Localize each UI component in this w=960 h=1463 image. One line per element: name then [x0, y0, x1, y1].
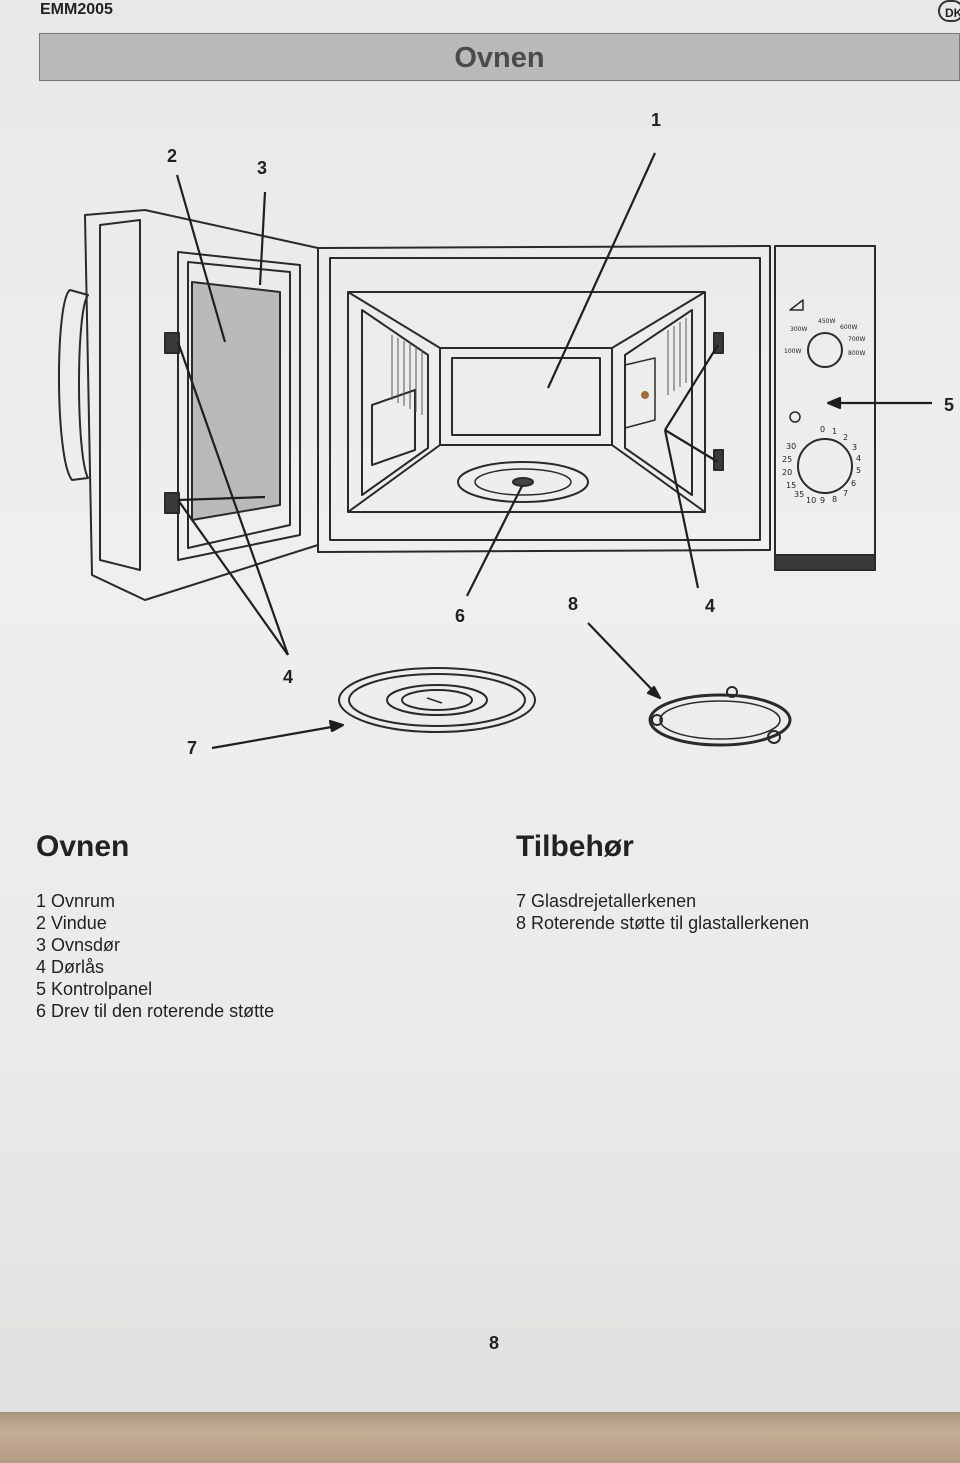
timer-label-2: 2: [843, 433, 848, 442]
section-title: Ovnen: [454, 42, 545, 74]
callout-1: 1: [651, 110, 662, 130]
glass-turntable: [338, 667, 536, 733]
timer-label-4: 4: [856, 454, 861, 463]
timer-label-10: 10: [806, 496, 816, 505]
callout-4-cavity: 4: [705, 596, 716, 616]
callout-7: 7: [187, 738, 198, 758]
list-item: 4 Dørlås: [36, 957, 105, 977]
callout-5: 5: [944, 395, 955, 415]
timer-label-3: 3: [852, 443, 857, 452]
oven-cavity: [317, 245, 771, 553]
microwave-diagram: 300W 450W 600W 700W 800W 100W 0 1 2 3 4 …: [58, 152, 932, 750]
timer-label-20: 15: [786, 481, 796, 490]
power-label-700: 700W: [848, 336, 865, 343]
timer-label-9: 9: [820, 496, 825, 505]
list-item: 2 Vindue: [36, 913, 107, 933]
timer-label-0: 0: [820, 425, 825, 434]
language-badge: DK: [938, 0, 960, 22]
timer-label-7: 7: [843, 489, 848, 498]
door-latch-upper: [164, 332, 180, 354]
accessories-list: 7 Glasdrejetallerkenen 8 Roterende støtt…: [516, 890, 809, 934]
turntable-drive: [457, 461, 589, 503]
power-label-300: 300W: [790, 326, 807, 333]
timer-label-1: 1: [832, 427, 837, 436]
power-dial-labels: 300W 450W 600W 700W 800W 100W: [784, 318, 865, 357]
timer-label-8: 8: [832, 495, 837, 504]
timer-label-30: 25: [782, 455, 792, 464]
oven-parts-list: 1 Ovnrum 2 Vindue 3 Ovnsdør 4 Dørlås 5 K…: [36, 890, 274, 1022]
timer-label-35: 30: [786, 442, 796, 451]
callout-6: 6: [455, 606, 466, 626]
timer-label-6: 6: [851, 479, 856, 488]
accessories-heading: Tilbehør: [516, 830, 634, 863]
power-label-800: 800W: [848, 350, 865, 357]
manual-page: [0, 0, 960, 1412]
list-item: 8 Roterende støtte til glastallerkenen: [516, 913, 810, 933]
list-item: 6 Drev til den roterende støtte: [36, 1001, 275, 1021]
oven-heading: Ovnen: [36, 830, 130, 863]
list-item: 3 Ovnsdør: [36, 935, 121, 955]
power-label-600: 600W: [840, 324, 857, 331]
timer-dial-labels: 0 1 2 3 4 5 6 7 8 9 10 35 15 20 25 30: [782, 425, 861, 505]
timer-label-25: 20: [782, 468, 792, 477]
list-item: 7 Glasdrejetallerkenen: [516, 891, 697, 911]
list-item: 1 Ovnrum: [36, 891, 116, 911]
model-number: EMM2005: [40, 1, 113, 18]
power-label-100: 100W: [784, 348, 801, 355]
table-surface: [0, 1412, 960, 1463]
callout-8: 8: [568, 594, 579, 614]
callout-4-door: 4: [283, 667, 294, 687]
page-number: 8: [489, 1333, 500, 1353]
cavity-latch-upper: [713, 332, 724, 354]
callout-3: 3: [257, 158, 268, 178]
list-item: 5 Kontrolpanel: [36, 979, 153, 999]
timer-label-5: 5: [856, 466, 861, 475]
section-title-bar: Ovnen: [39, 33, 960, 81]
control-panel: [774, 245, 876, 571]
door-window: [191, 281, 281, 521]
timer-label-15: 35: [794, 490, 804, 499]
power-label-450: 450W: [818, 318, 835, 325]
roller-ring: [648, 686, 792, 747]
callout-2: 2: [167, 146, 178, 166]
door-latch-lower: [164, 492, 180, 514]
